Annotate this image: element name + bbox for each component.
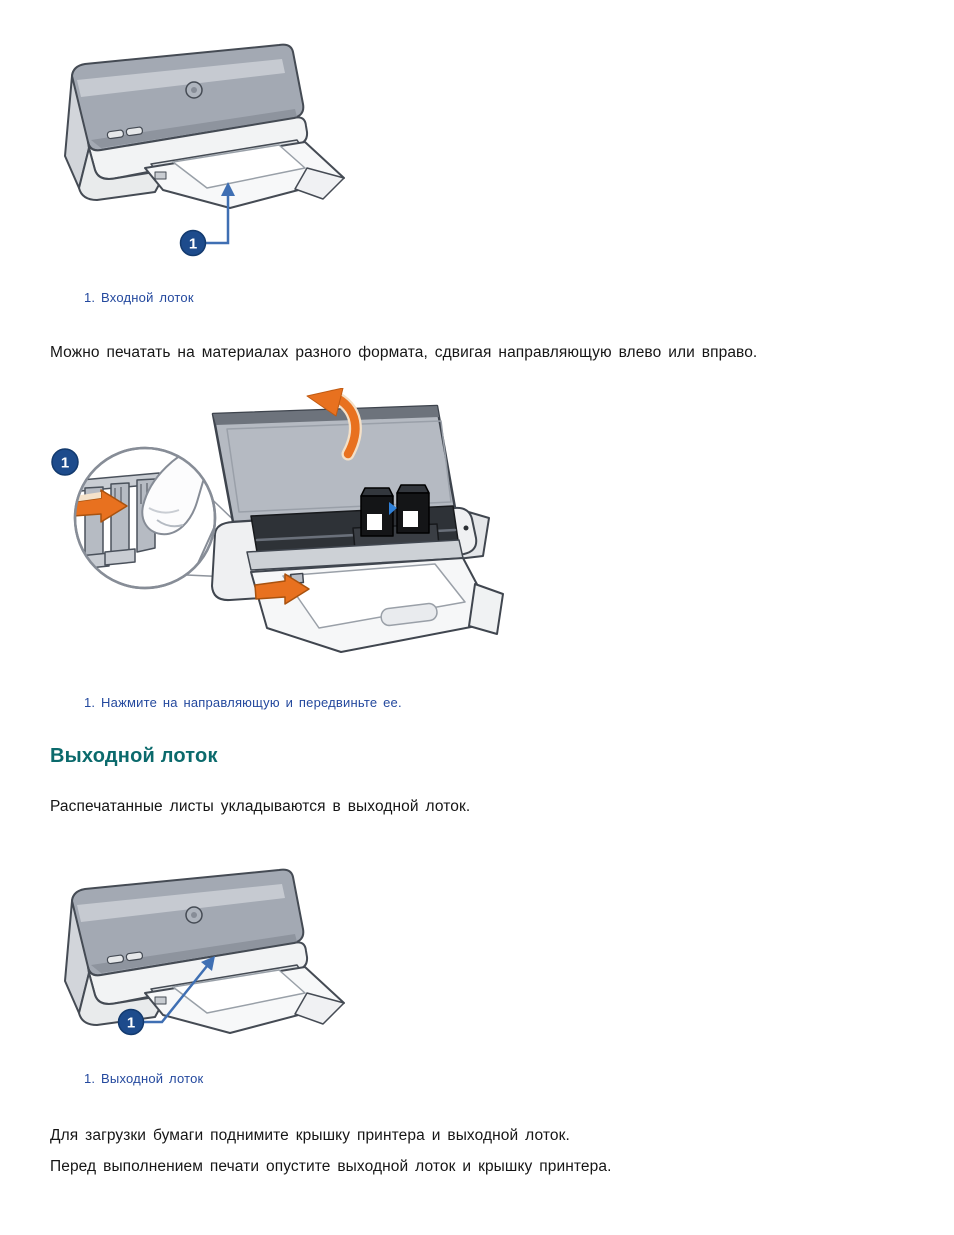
callout-badge — [117, 1008, 145, 1036]
printer-open-illustration: 1 — [51, 388, 504, 653]
callout-number: 1 — [61, 455, 69, 472]
callout-number: 1 — [127, 1015, 135, 1032]
section-heading-output-tray: Выходной лоток — [50, 745, 218, 767]
callout-badge — [51, 448, 79, 476]
figure1-caption: 1. Входной лоток — [84, 290, 194, 305]
tray-extension-flap — [294, 992, 345, 1025]
printer-closed-illustration: 1 — [64, 868, 345, 1036]
callout-1: 1 — [117, 956, 215, 1036]
tray-handle-slot — [380, 602, 438, 627]
callout-arrow-icon — [201, 956, 215, 971]
slide-guide-arrow-icon — [254, 573, 310, 605]
press-guide-arrow-icon — [75, 489, 128, 523]
paragraph-output-tray-intro: Распечатанные листы укладываются в выход… — [50, 798, 471, 815]
paragraph-slide-guide: Можно печатать на материалах разного фор… — [50, 344, 758, 361]
paragraph-load-paper: Для загрузки бумаги поднимите крышку при… — [50, 1127, 570, 1144]
callout-1: 1 — [179, 182, 235, 257]
printer-closed-illustration: 1 — [64, 43, 345, 257]
figure-paper-guide: 1 — [45, 388, 505, 673]
callout-badge — [179, 229, 207, 257]
tray-extension-flap — [294, 167, 345, 200]
callout-line — [143, 965, 208, 1024]
ink-cartridges — [360, 484, 430, 537]
power-light — [463, 525, 469, 531]
output-tray — [250, 557, 504, 653]
callout-1: 1 — [51, 448, 79, 476]
paper-guide — [154, 996, 167, 1005]
lift-cover-arrow-icon — [306, 388, 362, 461]
callout-line — [205, 193, 230, 245]
printer-buttons — [106, 951, 144, 965]
paper-guide — [154, 171, 167, 180]
paper-sheet — [172, 144, 306, 189]
figure3-caption: 1. Выходной лоток — [84, 1071, 204, 1086]
open-printer-cover — [211, 404, 457, 524]
tray-extension-flap — [468, 583, 504, 635]
figure-output-tray: 1 — [55, 865, 345, 1050]
printer-buttons — [106, 126, 144, 140]
paper-sheet — [282, 563, 466, 629]
output-tray — [144, 964, 345, 1034]
paragraph-before-printing: Перед выполнением печати опустите выходн… — [50, 1158, 612, 1175]
figure-input-tray: 1 — [55, 40, 345, 265]
input-tray — [144, 139, 345, 209]
magnifier-detail — [73, 446, 217, 590]
callout-number: 1 — [189, 236, 197, 253]
paper-sheet — [172, 969, 306, 1014]
callout-arrow-icon — [221, 182, 235, 196]
figure2-caption: 1. Нажмите на направляющую и передвиньте… — [84, 695, 402, 710]
